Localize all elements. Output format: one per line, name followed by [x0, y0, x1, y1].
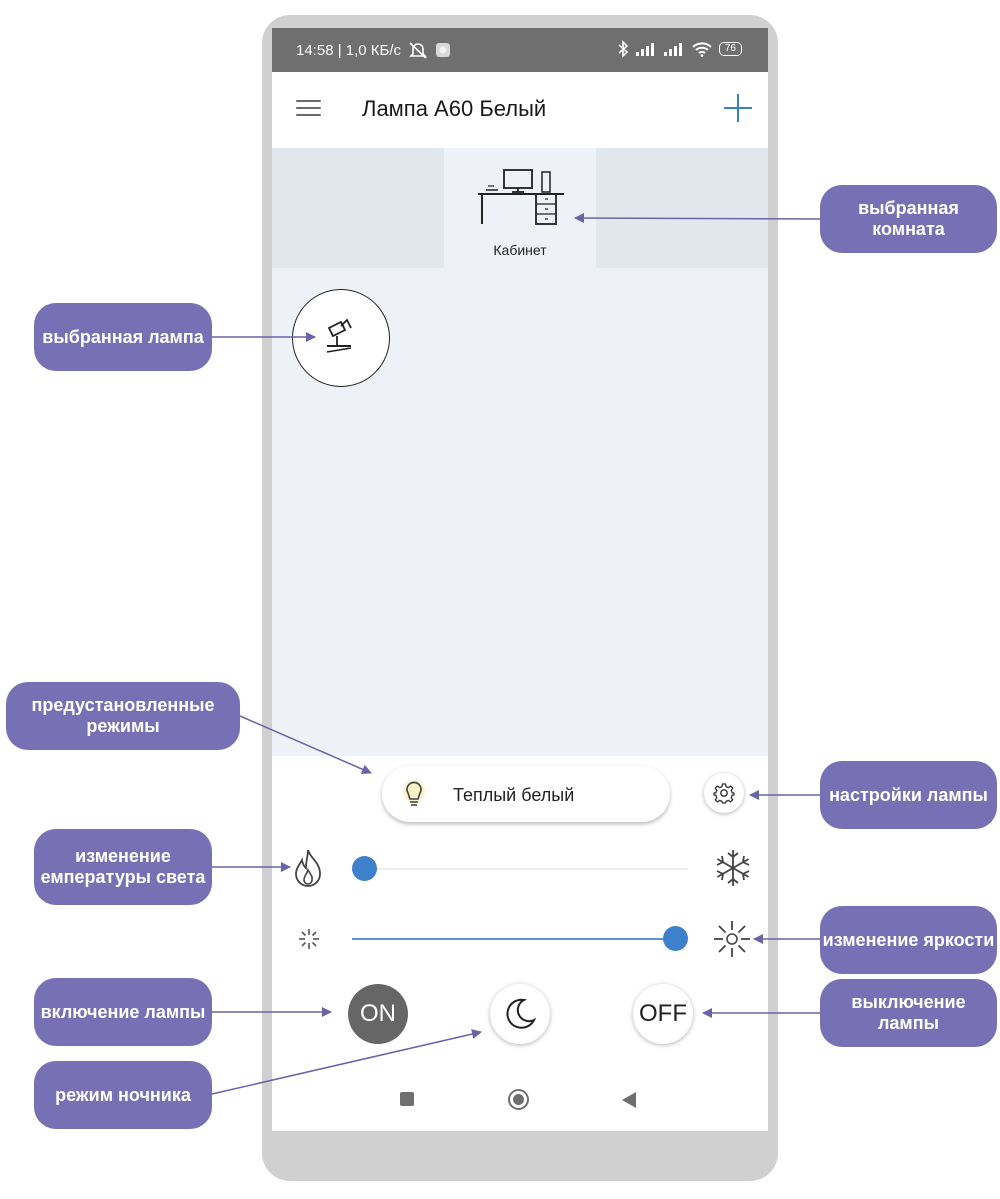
- rooms-strip: Кабинет: [272, 148, 768, 268]
- office-desk-icon: [478, 169, 564, 225]
- status-bar: 14:58 | 1,0 КБ/с: [272, 28, 768, 72]
- snowflake-icon: [716, 850, 750, 886]
- nav-home-icon[interactable]: [508, 1089, 529, 1110]
- page-title: Лампа А60 Белый: [362, 96, 547, 121]
- flame-icon: [295, 849, 321, 887]
- dim-sun-icon: [299, 929, 319, 949]
- gear-icon: [713, 783, 735, 804]
- night-mode-button[interactable]: [490, 984, 550, 1044]
- signal-2-icon: [663, 43, 682, 56]
- callout-night-mode: режим ночника: [34, 1061, 212, 1129]
- signal-1-icon: [635, 43, 654, 56]
- callout-settings: настройки лампы: [820, 761, 997, 829]
- moon-icon: [506, 998, 537, 1029]
- app-bar: Лампа А60 Белый: [272, 72, 768, 149]
- brightness-thumb[interactable]: [663, 926, 688, 951]
- temperature-track: [352, 868, 688, 870]
- callout-turn-off: выключение лампы: [820, 979, 997, 1047]
- status-right: 76: [617, 40, 742, 58]
- muted-alarm-icon: [409, 42, 427, 59]
- turn-on-button[interactable]: ON: [348, 984, 408, 1044]
- brightness-fill: [352, 938, 676, 940]
- status-time: 14:58 | 1,0 КБ/с: [296, 41, 402, 59]
- status-left: 14:58 | 1,0 КБ/с: [296, 41, 451, 59]
- lamp-settings-button[interactable]: [704, 773, 744, 813]
- phone-screen: 14:58 | 1,0 КБ/с: [272, 28, 768, 1131]
- add-plus-icon[interactable]: [724, 94, 752, 122]
- hamburger-menu-icon[interactable]: [296, 100, 321, 118]
- brightness-slider[interactable]: [352, 926, 688, 952]
- callout-presets: предустановленные режимы: [6, 682, 240, 750]
- bluetooth-icon: [618, 40, 629, 58]
- callout-brightness: изменение яркости: [820, 906, 997, 974]
- callout-selected-room: выбранная комната: [820, 185, 997, 253]
- bright-sun-icon: [714, 921, 750, 957]
- light-bulb-icon: [403, 780, 425, 806]
- turn-off-button[interactable]: OFF: [633, 984, 693, 1044]
- room-tile-selected[interactable]: Кабинет: [444, 148, 596, 268]
- temperature-thumb[interactable]: [352, 856, 377, 881]
- callout-selected-lamp: выбранная лампа: [34, 303, 212, 371]
- nav-recents-icon[interactable]: [400, 1092, 414, 1106]
- preset-mode-button[interactable]: Теплый белый: [382, 766, 670, 822]
- notification-app-icon: [436, 43, 451, 57]
- battery-indicator: 76: [718, 42, 742, 56]
- callout-temperature: изменение емпературы света: [34, 829, 212, 905]
- callout-turn-on: включение лампы: [34, 978, 212, 1046]
- selected-lamp-button[interactable]: [292, 289, 390, 387]
- wifi-icon: [692, 42, 712, 57]
- temperature-slider[interactable]: [352, 856, 688, 882]
- desk-lamp-icon: [326, 318, 352, 353]
- room-label: Кабинет: [493, 242, 547, 258]
- preset-label: Теплый белый: [453, 785, 575, 805]
- nav-back-icon[interactable]: [622, 1092, 636, 1108]
